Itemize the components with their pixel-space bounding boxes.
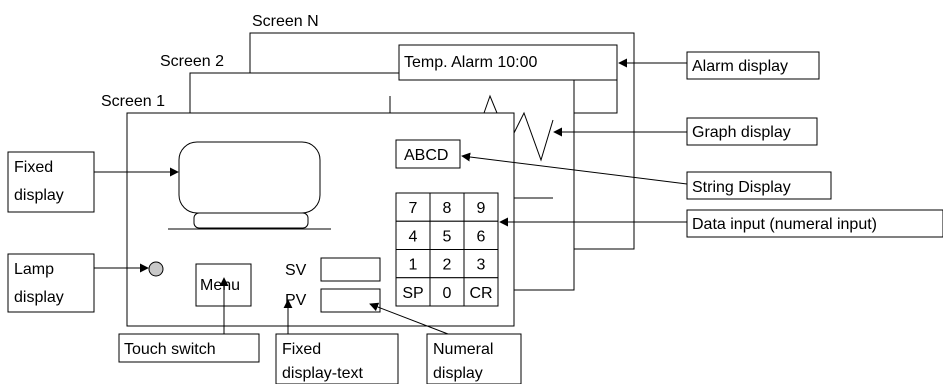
callout-data-input: Data input (numeral input)	[499, 209, 943, 238]
callout-fixed-display: Fixed display	[7, 151, 179, 213]
callout-fixed-display-text-line2: display-text	[282, 365, 363, 382]
callout-numeral-display-line1: Numeral	[433, 341, 493, 358]
sv-value-box	[320, 257, 381, 282]
keypad-key-5[interactable]	[429, 220, 465, 250]
screen-2-label: Screen 2	[160, 53, 224, 70]
menu-label: Menu	[200, 277, 240, 294]
keypad-key-9[interactable]	[463, 192, 499, 222]
keypad-key-label: 4	[409, 228, 418, 245]
keypad-key-sp[interactable]	[395, 277, 431, 307]
keypad-key-label: SP	[402, 285, 423, 302]
callout-string-display: String Display	[461, 152, 832, 200]
keypad-key-label: 1	[409, 257, 418, 274]
string-display-text: ABCD	[404, 147, 448, 164]
keypad-key-7[interactable]	[395, 192, 431, 222]
callout-lamp-display: Lamp display	[7, 253, 149, 313]
keypad-key-label: 3	[477, 257, 486, 274]
keypad-key-2[interactable]	[429, 249, 465, 279]
callout-fixed-display-text-line1: Fixed	[282, 341, 321, 358]
callout-graph-display-label: Graph display	[692, 124, 791, 141]
keypad-key-4[interactable]	[395, 220, 431, 250]
pv-value-box	[320, 288, 381, 313]
callout-numeral-display-line2: display	[433, 365, 483, 382]
callout-graph-display: Graph display	[553, 117, 818, 146]
keypad-key-0[interactable]	[429, 277, 465, 307]
screen-n-label: Screen N	[252, 13, 319, 30]
numeral-keypad: 7 8 9 4 5 6 1 2 3SP 0 CR	[395, 192, 499, 307]
sv-label: SV	[285, 262, 307, 279]
keypad-key-label: 7	[409, 200, 418, 217]
keypad-key-3[interactable]	[463, 249, 499, 279]
alarm-display: Temp. Alarm 10:00	[398, 44, 618, 114]
callout-lamp-display-line1: Lamp	[14, 261, 54, 278]
callout-alarm-display: Alarm display	[618, 51, 820, 80]
lamp	[148, 261, 164, 277]
callout-lamp-display-line2: display	[14, 289, 64, 306]
callout-touch-switch-label: Touch switch	[124, 341, 216, 358]
fixed-display-monitor	[168, 141, 331, 230]
alarm-text: Temp. Alarm 10:00	[404, 54, 538, 71]
keypad-key-6[interactable]	[463, 220, 499, 250]
keypad-key-label: 0	[443, 285, 452, 302]
keypad-key-1[interactable]	[395, 249, 431, 279]
callout-numeral-display: Numeral display	[369, 302, 522, 384]
keypad-key-label: 6	[477, 228, 486, 245]
keypad-key-label: 2	[443, 257, 452, 274]
callout-data-input-label: Data input (numeral input)	[692, 216, 877, 233]
keypad-key-label: 5	[443, 228, 452, 245]
keypad-key-label: CR	[469, 285, 492, 302]
callout-fixed-display-line1: Fixed	[14, 159, 53, 176]
callout-touch-switch: Touch switch	[118, 277, 260, 363]
graph-display	[389, 94, 554, 162]
string-display: ABCD	[395, 139, 461, 169]
callout-string-display-label: String Display	[692, 179, 791, 196]
callout-fixed-display-text: Fixed display-text	[275, 299, 399, 384]
keypad-key-label: 9	[477, 200, 486, 217]
keypad-key-label: 8	[443, 200, 452, 217]
keypad-key-cr[interactable]	[463, 277, 499, 307]
callout-fixed-display-line2: display	[14, 187, 64, 204]
screen-1-label: Screen 1	[101, 93, 165, 110]
callout-alarm-display-label: Alarm display	[692, 58, 788, 75]
